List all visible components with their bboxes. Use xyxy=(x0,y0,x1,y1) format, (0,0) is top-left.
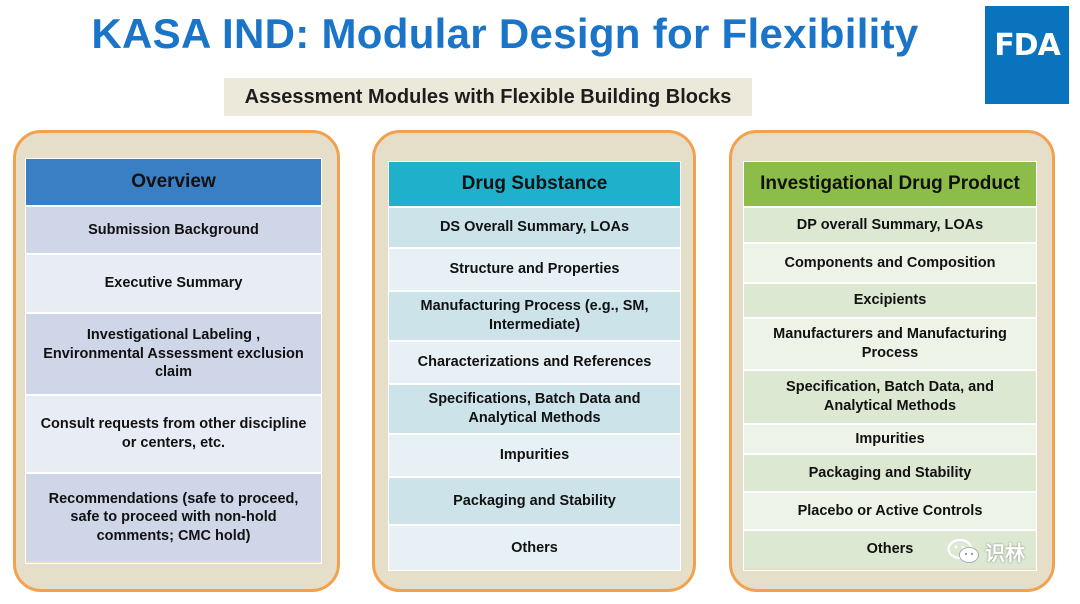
drug-substance-column: Drug Substance DS Overall Summary, LOAs … xyxy=(388,161,681,571)
watermark-text: 识林 xyxy=(985,543,1025,565)
overview-panel: Overview Submission Background Executive… xyxy=(13,130,340,592)
module-item: Impurities xyxy=(389,435,680,478)
drug-product-column: Investigational Drug Product DP overall … xyxy=(743,161,1037,571)
module-item: Submission Background xyxy=(26,207,321,255)
module-item: Excipients xyxy=(744,284,1036,319)
module-item: Investigational Labeling , Environmental… xyxy=(26,314,321,396)
module-item: Components and Composition xyxy=(744,244,1036,284)
module-item: Impurities xyxy=(744,425,1036,455)
module-item: Consult requests from other discipline o… xyxy=(26,396,321,474)
page-title: KASA IND: Modular Design for Flexibility xyxy=(91,10,919,57)
watermark: 识林 xyxy=(947,537,1025,566)
fda-logo: FDA xyxy=(985,6,1069,104)
module-item: Characterizations and References xyxy=(389,342,680,385)
module-item: DP overall Summary, LOAs xyxy=(744,208,1036,244)
drug-product-panel: Investigational Drug Product DP overall … xyxy=(729,130,1055,592)
drug-product-header: Investigational Drug Product xyxy=(744,162,1036,208)
module-item: Executive Summary xyxy=(26,255,321,314)
module-item: Packaging and Stability xyxy=(744,455,1036,493)
overview-column: Overview Submission Background Executive… xyxy=(25,158,322,564)
module-item: Recommendations (safe to proceed, safe t… xyxy=(26,474,321,561)
module-item: Others xyxy=(389,526,680,570)
module-item: Manufacturing Process (e.g., SM, Interme… xyxy=(389,292,680,342)
overview-header: Overview xyxy=(26,159,321,207)
module-item: Structure and Properties xyxy=(389,249,680,292)
module-item: DS Overall Summary, LOAs xyxy=(389,208,680,249)
module-item: Others xyxy=(744,531,1036,568)
wechat-icon xyxy=(947,538,979,563)
module-item: Packaging and Stability xyxy=(389,478,680,526)
module-item: Manufacturers and Manufacturing Process xyxy=(744,319,1036,371)
module-item: Specification, Batch Data, and Analytica… xyxy=(744,371,1036,425)
drug-substance-panel: Drug Substance DS Overall Summary, LOAs … xyxy=(372,130,696,592)
module-item: Placebo or Active Controls xyxy=(744,493,1036,531)
module-item: Specifications, Batch Data and Analytica… xyxy=(389,385,680,435)
drug-substance-header: Drug Substance xyxy=(389,162,680,208)
subtitle-banner: Assessment Modules with Flexible Buildin… xyxy=(224,78,752,116)
